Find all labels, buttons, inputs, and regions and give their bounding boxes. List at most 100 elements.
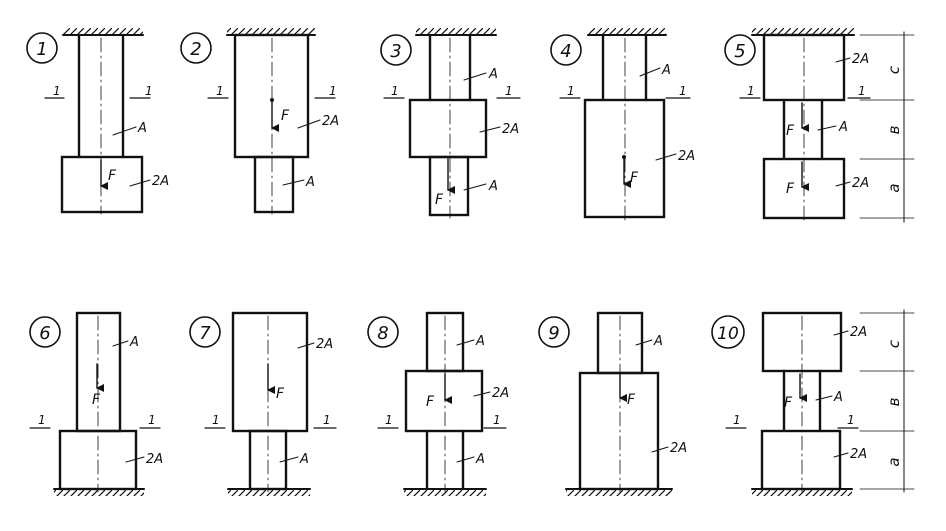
section-label-right: 1 [493,413,501,427]
panel-number: 1 [36,39,47,60]
leader-bottom [463,183,487,191]
panel-number-circle [380,34,412,66]
dimension-label-c: c [885,339,903,348]
section-label-right: 1 [329,84,337,98]
panel-number: 9 [548,323,559,344]
panel-number: 8 [377,323,388,344]
area-label-top: 2A [850,325,867,340]
panel-number-circle [26,32,58,64]
force-label: F [784,395,793,411]
section-label-right: 1 [148,413,156,427]
force-label: F [627,392,636,408]
panel-3: 3 F 1 1 A 2A A [380,28,521,219]
upper-segment [233,33,310,159]
bottom-segment [760,429,842,491]
panel-number: 4 [560,41,571,62]
area-label-middle: 2A [502,122,519,137]
force-label: F [630,170,639,186]
section-label-left: 1 [567,84,575,98]
force-label: F [426,394,435,410]
section-label-left: 1 [385,413,393,427]
leader-top [835,57,851,63]
area-label-top: 2A [852,52,869,67]
area-label-upper: A [661,63,671,78]
dimension-label-c: c [885,65,903,74]
section-label-right: 1 [679,84,687,98]
leader-upper [112,126,137,136]
panel-number-circle [189,316,221,348]
panel-number-circle [180,32,212,64]
support-hatch-top [227,28,315,35]
section-label-right: 1 [145,84,153,98]
panel-number-circle [29,316,61,348]
area-label-upper: 2A [322,114,339,129]
leader-middle [479,126,501,133]
panel-number-circle [367,316,399,348]
support-hatch-top [416,28,496,35]
area-label-lower: 2A [152,174,169,189]
section-label-left: 1 [38,413,46,427]
panel-number-circle [550,34,582,66]
section-label-left: 1 [212,413,220,427]
support-hatch-bottom [228,489,310,496]
dimension-label-a: a [885,457,903,466]
force-label: F [92,392,101,408]
leader-lower [279,456,299,463]
leader-lower [651,446,669,453]
area-label-bottom: A [488,179,498,194]
leader-upper [635,339,653,346]
area-label-middle: A [833,390,843,405]
area-label-middle: A [838,120,848,135]
area-label-lower: 2A [146,452,163,467]
middle-segment [404,369,484,433]
section-label-left: 1 [733,413,741,427]
area-label-lower: 2A [670,441,687,456]
area-label-lower: 2A [678,149,695,164]
leader-upper [297,119,321,129]
upper-segment [75,311,122,433]
force-label: F [108,168,117,184]
area-label-upper: A [137,121,147,136]
panel-8: 8 F 1 1 A 2A A [367,311,509,496]
area-label-upper: 2A [316,337,333,352]
leader-bottom [835,181,851,187]
support-hatch-bottom [566,489,672,496]
area-label-upper: A [129,335,139,350]
leader-upper [639,67,661,77]
support-hatch-bottom [404,489,486,496]
panel-6: 6 F 1 1 A 2A [29,311,163,496]
area-label-bottom: A [475,452,485,467]
panel-2: 2 F 1 1 2A A [180,28,339,215]
area-label-middle: 2A [492,386,509,401]
force-label-bottom: F [786,181,795,197]
leader-middle [473,391,491,397]
bottom-segment [428,155,470,217]
section-label-left: 1 [53,84,61,98]
support-hatch-bottom [752,489,852,496]
area-label-top: A [488,67,498,82]
section-label-left: 1 [216,84,224,98]
support-hatch-bottom [54,489,144,496]
panel-number: 3 [390,41,401,62]
section-label-right: 1 [847,413,855,427]
support-hatch-top [588,28,666,35]
section-label-right: 1 [858,84,866,98]
section-label-left: 1 [391,84,399,98]
force-label: F [281,108,290,124]
leader-lower [129,179,151,187]
panel-5: 5 F F 1 1 2A A 2A c в a [724,28,915,223]
force-label: F [435,192,444,208]
dimension-label-a: a [885,183,903,192]
area-label-upper: A [653,334,663,349]
leader-top [833,330,849,336]
leader-lower [655,153,677,161]
section-label-left: 1 [747,84,755,98]
area-label-lower: A [305,175,315,190]
middle-segment [408,98,488,159]
leader-bottom [833,452,849,458]
panel-1: 1 F 1 1 A 2A [26,28,169,215]
panel-7: 7 F 1 1 2A A [189,311,337,496]
upper-segment [231,311,309,433]
panel-number: 2 [190,39,201,60]
